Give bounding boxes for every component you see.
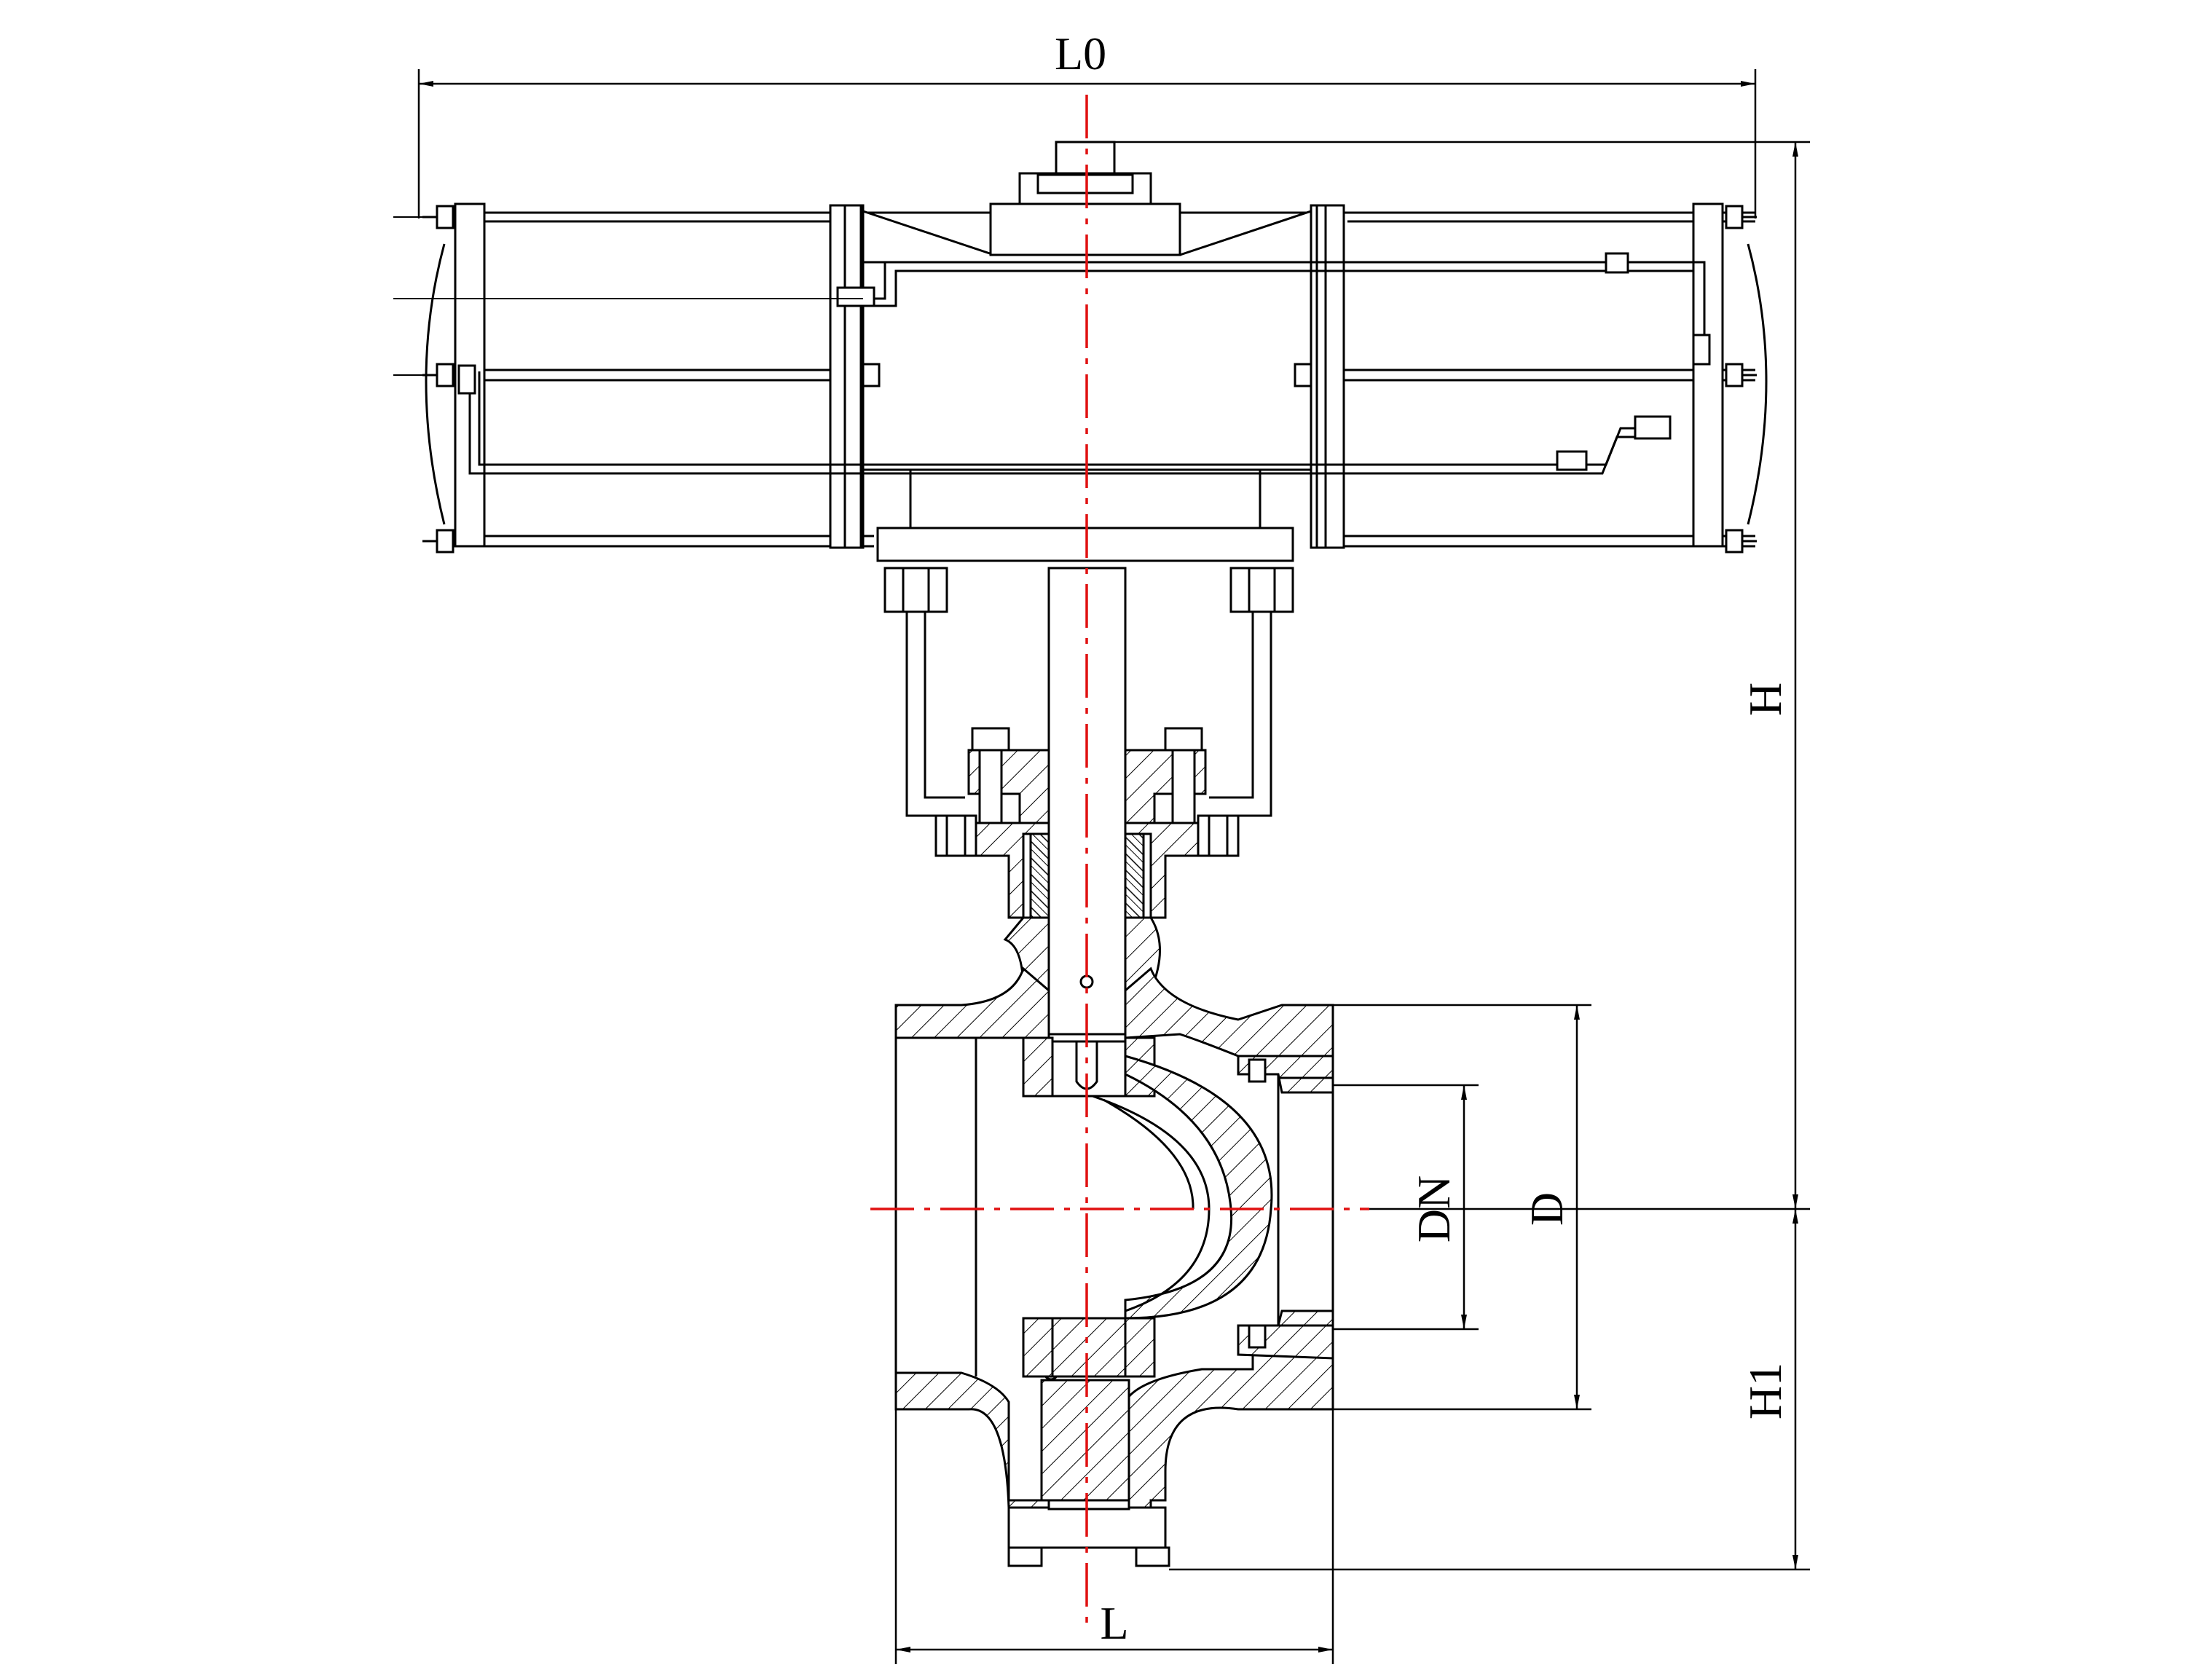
dim-label-h: H bbox=[1739, 682, 1791, 716]
dim-label-h1: H1 bbox=[1739, 1363, 1791, 1419]
dim-label-dn: DN bbox=[1408, 1175, 1460, 1242]
valve-body bbox=[894, 966, 1334, 1567]
dim-label-l0: L0 bbox=[1055, 28, 1106, 79]
dim-label-d: D bbox=[1521, 1192, 1573, 1226]
centerlines bbox=[870, 95, 1369, 1631]
dim-label-l: L bbox=[1100, 1597, 1128, 1649]
dimensions: L0 H H1 D DN L bbox=[417, 28, 1810, 1664]
mounting-bracket bbox=[883, 567, 1294, 1036]
bonnet-gland bbox=[934, 727, 1240, 992]
pneumatic-actuator bbox=[393, 141, 1768, 562]
